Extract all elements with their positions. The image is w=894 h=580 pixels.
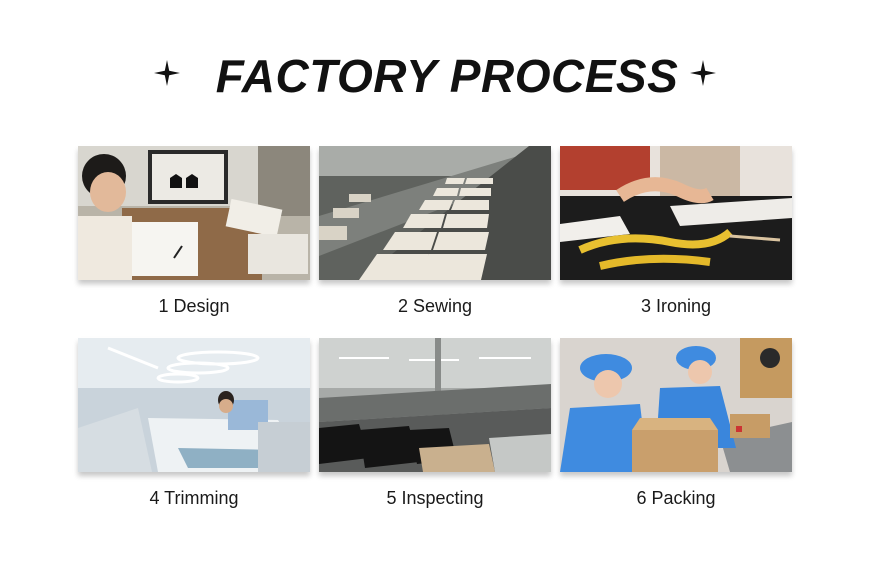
step-label: 6 Packing bbox=[636, 488, 716, 508]
designer-sketching-photo bbox=[78, 146, 310, 280]
page-title: FACTORY PROCESS bbox=[215, 50, 679, 102]
step-label: 5 Inspecting bbox=[386, 488, 484, 508]
step-label: 3 Ironing bbox=[640, 296, 712, 316]
step-label: 1 Design bbox=[158, 296, 230, 316]
step-label: 4 Trimming bbox=[149, 488, 239, 508]
sparkle-icon bbox=[154, 60, 180, 86]
sparkle-icon bbox=[690, 60, 716, 86]
workers-packing-boxes-photo bbox=[560, 338, 792, 472]
step-label: 2 Sewing bbox=[397, 296, 473, 316]
measuring-tape-fabric-photo bbox=[560, 146, 792, 280]
garment-inspection-table-photo bbox=[319, 338, 551, 472]
cutting-table-worker-photo bbox=[78, 338, 310, 472]
page-header: FACTORY PROCESS bbox=[0, 46, 894, 106]
sewing-conveyor-line-photo bbox=[319, 146, 551, 280]
